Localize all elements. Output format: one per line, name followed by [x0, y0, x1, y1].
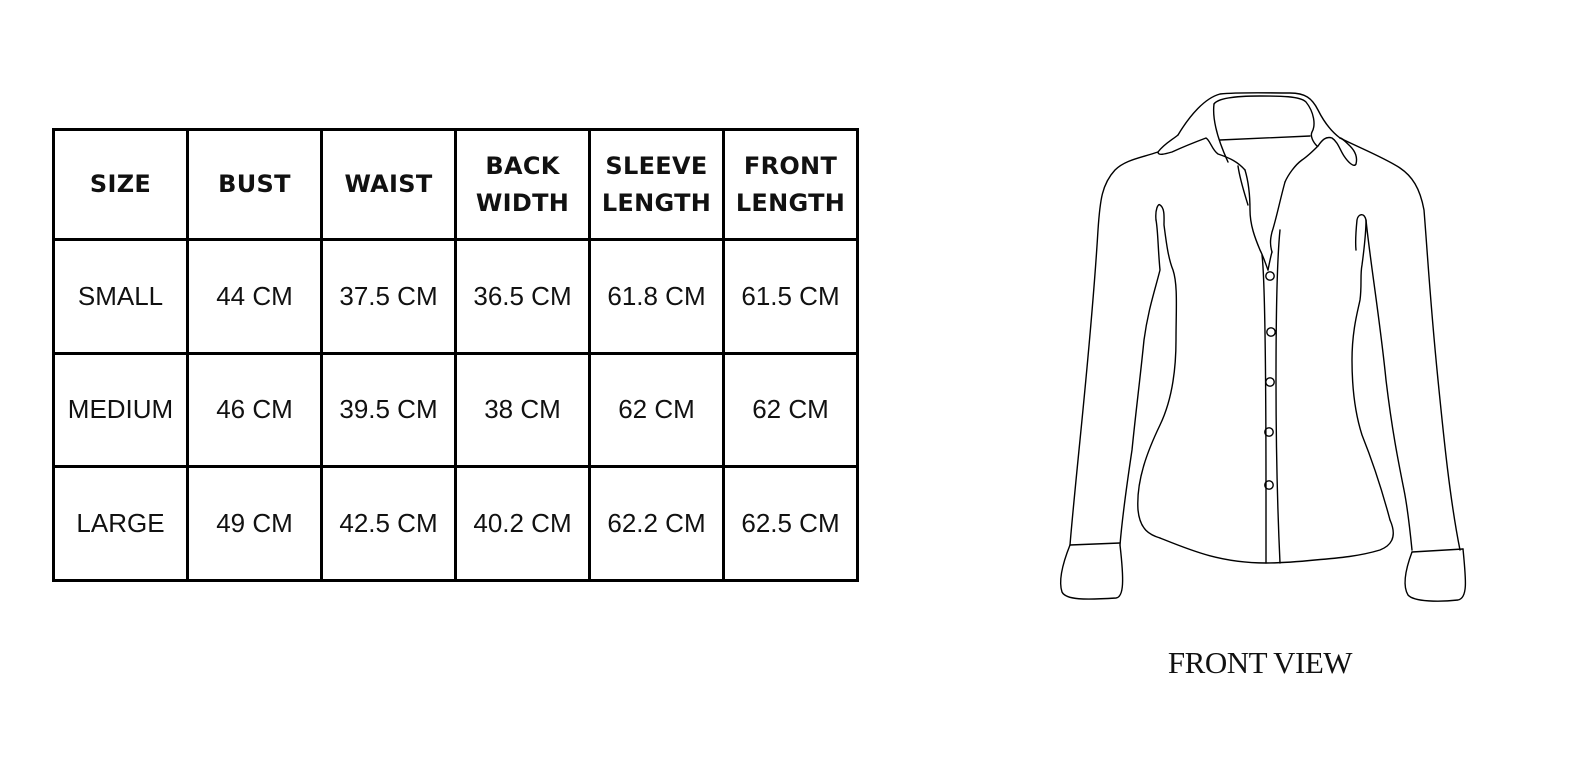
- size-cell: MEDIUM: [52, 351, 189, 469]
- waist-cell: 42.5 CM: [320, 465, 457, 582]
- table-row: LARGE 49 CM 42.5 CM 40.2 CM 62.2 CM 62.5…: [52, 465, 859, 582]
- bust-cell: 44 CM: [186, 238, 323, 355]
- header-bust: BUST: [186, 128, 323, 241]
- waist-cell: 37.5 CM: [320, 238, 457, 355]
- sleeve-length-cell: 62.2 CM: [588, 465, 725, 582]
- back-width-cell: 36.5 CM: [454, 238, 591, 355]
- sleeve-length-cell: 62 CM: [588, 351, 725, 469]
- bust-cell: 46 CM: [186, 351, 323, 469]
- table-row: SMALL 44 CM 37.5 CM 36.5 CM 61.8 CM 61.5…: [52, 238, 859, 355]
- header-size: SIZE: [52, 128, 189, 241]
- sleeve-length-cell: 61.8 CM: [588, 238, 725, 355]
- size-cell: SMALL: [52, 238, 189, 355]
- back-width-cell: 38 CM: [454, 351, 591, 469]
- bust-cell: 49 CM: [186, 465, 323, 582]
- waist-cell: 39.5 CM: [320, 351, 457, 469]
- shirt-illustration: [1040, 80, 1490, 620]
- header-waist: WAIST: [320, 128, 457, 241]
- shirt-front-icon: [1060, 92, 1467, 602]
- front-length-cell: 62 CM: [722, 351, 859, 469]
- front-length-cell: 61.5 CM: [722, 238, 859, 355]
- front-length-cell: 62.5 CM: [722, 465, 859, 582]
- front-view-caption: FRONT VIEW: [1167, 645, 1353, 680]
- table-row: MEDIUM 46 CM 39.5 CM 38 CM 62 CM 62 CM: [52, 351, 859, 469]
- size-cell: LARGE: [52, 465, 189, 582]
- back-width-cell: 40.2 CM: [454, 465, 591, 582]
